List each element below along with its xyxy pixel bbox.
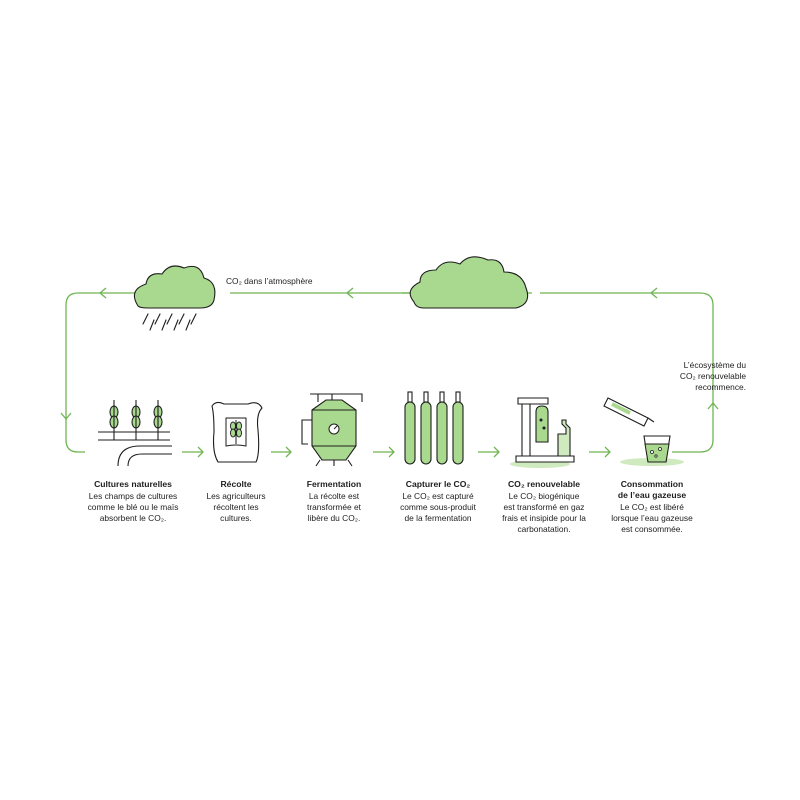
step-fermentation: Fermentation La récolte est transformée … [288, 479, 380, 524]
step-description: Le CO₂ est libéré lorsque l’eau gazeuse … [611, 502, 693, 534]
step-title: Consommation de l’eau gazeuse [617, 479, 687, 500]
restart-note: L’écosystème du CO₂ renouvelable recomme… [679, 360, 746, 392]
step-recolte: Récolte Les agriculteurs récoltent les c… [190, 479, 282, 524]
step-title: CO₂ renouvelable [507, 479, 581, 489]
gas-cylinders-icon [404, 391, 464, 465]
step-description: La récolte est transformée et libère du … [307, 491, 361, 523]
grain-sack-icon [211, 401, 263, 463]
rain-cloud-icon [133, 265, 216, 331]
wheat-field-icon [98, 400, 172, 467]
atmosphere-label: CO₂ dans l’atmosphère [226, 276, 313, 286]
pouring-bottle-icon [603, 397, 684, 466]
step-description: Les agriculteurs récoltent les cultures. [206, 491, 266, 523]
step-arrows [182, 446, 611, 458]
step-description: Le CO₂ est capturé comme sous-produit de… [400, 491, 476, 523]
cycle-loop-line [65, 292, 714, 453]
fermentation-tank-icon [301, 393, 363, 467]
step-title: Récolte [220, 479, 252, 489]
loop-arrows [60, 287, 719, 421]
step-co2-renouvelable: CO₂ renouvelable Le CO₂ biogénique est t… [492, 479, 596, 535]
step-title: Fermentation [306, 479, 362, 489]
cloud-icon [409, 256, 529, 309]
step-title: Capturer le CO₂ [405, 479, 471, 489]
step-description: Le CO₂ biogénique est transformé en gaz … [502, 491, 586, 534]
carbonation-machine-icon [510, 397, 575, 468]
step-cultures: Cultures naturelles Les champs de cultur… [78, 479, 188, 524]
step-title: Cultures naturelles [94, 479, 172, 489]
step-capture: Capturer le CO₂ Le CO₂ est capturé comme… [388, 479, 488, 524]
step-description: Les champs de cultures comme le blé ou l… [87, 491, 179, 523]
step-consommation: Consommation de l’eau gazeuse Le CO₂ est… [600, 479, 704, 535]
